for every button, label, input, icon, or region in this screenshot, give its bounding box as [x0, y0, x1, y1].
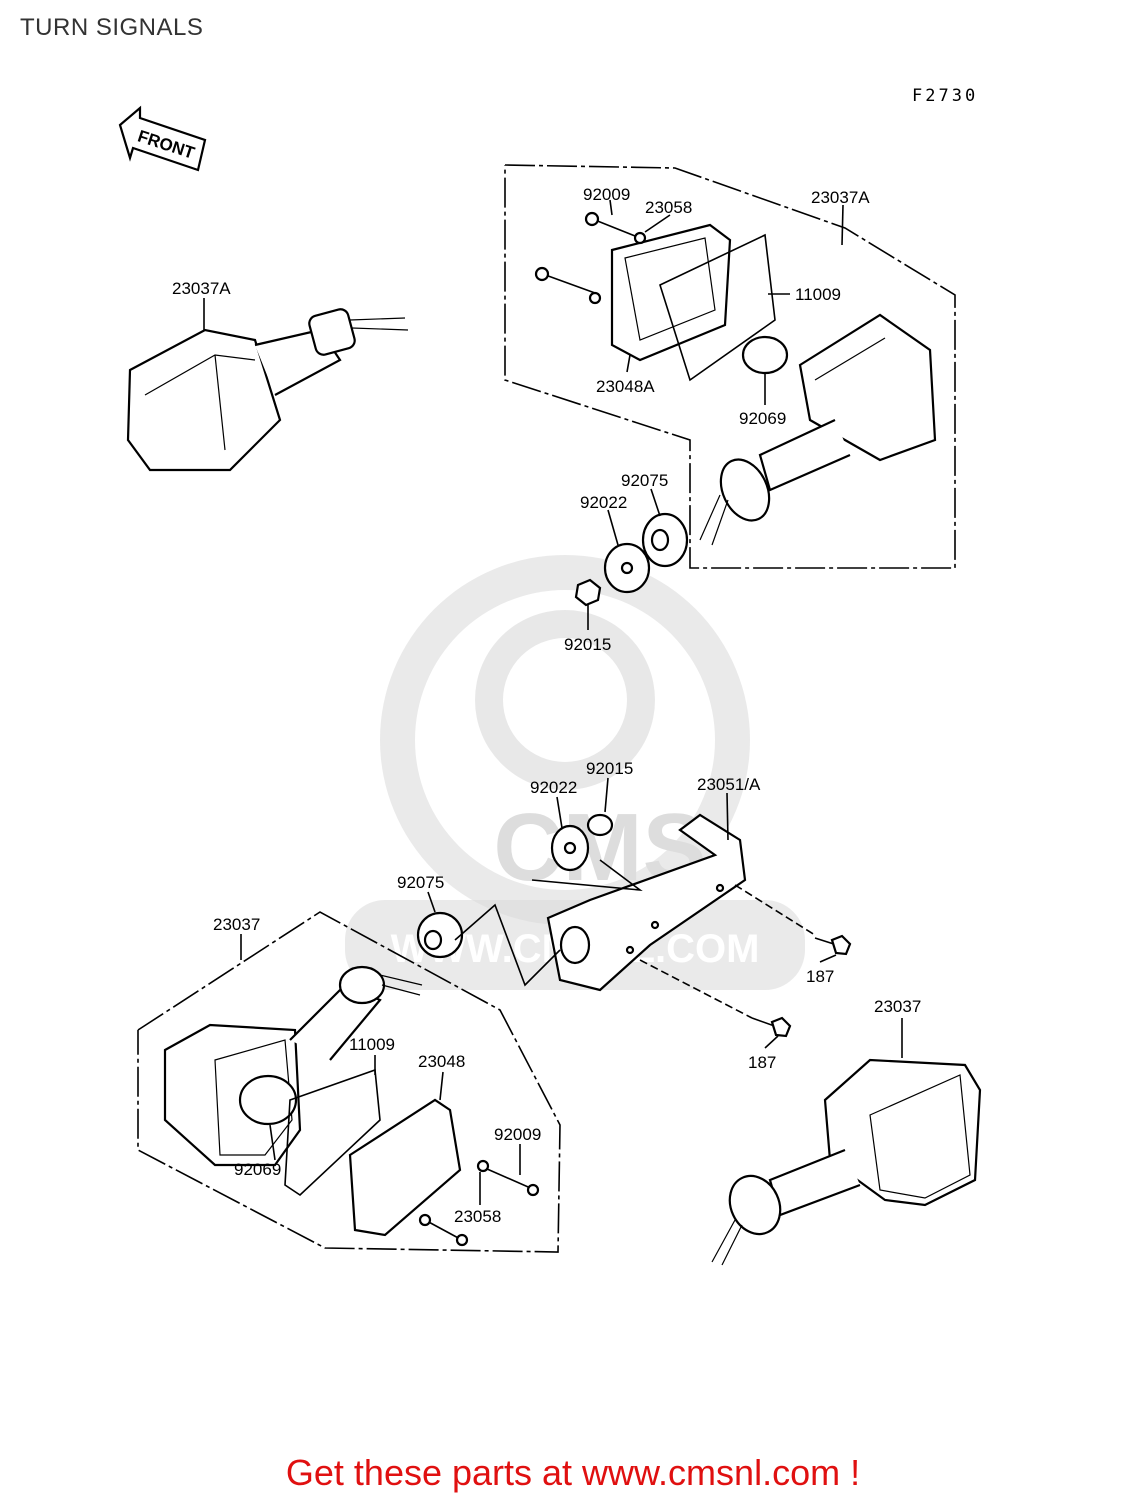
gasket-upper [659, 233, 776, 382]
washer-lower-2 [418, 1213, 432, 1227]
label-upper-washer: 23058 [645, 198, 692, 217]
bulb-upper [741, 335, 789, 375]
label-lower-bolt: 92009 [494, 1125, 541, 1144]
bolt-lower-2 [455, 1233, 469, 1247]
nut-bracket [586, 813, 614, 837]
turn-signal-upper-left [126, 308, 409, 472]
label-bracket-nut: 92015 [586, 759, 633, 778]
parts-diagram: WWW.CMSNL.COM CMS FRONT 23037A [118, 105, 982, 1266]
bracket [546, 813, 747, 992]
label-bracket-bolt-b: 187 [748, 1053, 776, 1072]
label-upper-plate-washer: 92022 [580, 493, 627, 512]
label-bracket: 23051/A [697, 775, 761, 794]
turn-signal-upper-right [699, 313, 937, 546]
label-lower-washer: 23058 [454, 1207, 501, 1226]
label-upper-left-assembly: 23037A [172, 279, 231, 298]
bolt-upper-2 [534, 266, 550, 282]
label-lower-assembly: 23037 [213, 915, 260, 934]
label-bracket-grommet: 92075 [397, 873, 444, 892]
label-bracket-plate-washer: 92022 [530, 778, 577, 797]
washer-lower-1 [476, 1159, 490, 1173]
label-upper-assembly: 23037A [811, 188, 870, 207]
label-upper-bulb: 92069 [739, 409, 786, 428]
nut-upper [574, 578, 602, 607]
footer-link-text[interactable]: Get these parts at www.cmsnl.com ! [285, 1452, 861, 1493]
bolt-lower-1 [526, 1183, 540, 1197]
label-lower-right-assembly: 23037 [874, 997, 921, 1016]
lens-lower [348, 1098, 462, 1237]
watermark-logo: WWW.CMSNL.COM CMS [345, 555, 805, 990]
label-upper-bolt: 92009 [583, 185, 630, 204]
label-upper-lens: 23048A [596, 377, 655, 396]
label-lower-lens: 23048 [418, 1052, 465, 1071]
label-upper-gasket: 11009 [795, 285, 841, 304]
label-upper-grommet: 92075 [621, 471, 668, 490]
gasket-lower [284, 1068, 381, 1197]
turn-signal-lower-right [711, 1058, 982, 1266]
bulb-lower [238, 1074, 298, 1126]
bolt-187-a [830, 934, 852, 956]
page-title: TURN SIGNALS [20, 14, 204, 41]
label-lower-bulb: 92069 [234, 1160, 281, 1179]
label-bracket-bolt-a: 187 [806, 967, 834, 986]
front-arrow: FRONT [118, 105, 207, 172]
lens-upper [610, 223, 732, 362]
turn-signal-lower-left [163, 965, 423, 1167]
bolt-upper-1 [584, 211, 600, 227]
figure-code: F2730 [912, 86, 979, 106]
label-upper-nut: 92015 [564, 635, 611, 654]
label-lower-gasket: 11009 [349, 1035, 395, 1054]
bolt-187-b [770, 1016, 792, 1038]
